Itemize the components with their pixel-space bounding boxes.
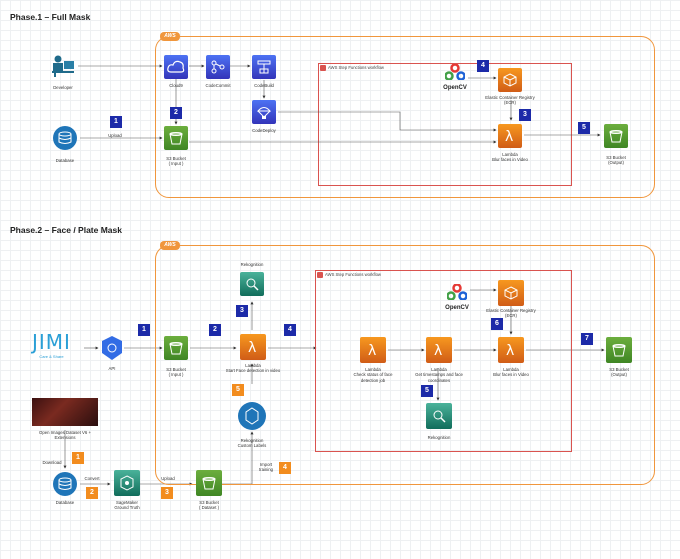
- s3-input-label: S3 Bucket ( Input ): [166, 367, 186, 378]
- opencv-logo: OpenCV: [442, 283, 472, 311]
- opencv-logo: OpenCV: [440, 63, 470, 91]
- lambda-get-label: Lambda Get timestamps and face coordinat…: [415, 367, 463, 383]
- rekognition-icon: [240, 272, 264, 296]
- upload-label: Upload: [108, 133, 122, 138]
- step-badge-orange: 2: [86, 487, 98, 499]
- step-badge: 5: [421, 385, 433, 397]
- sagemaker-label: SageMaker Ground Truth: [114, 500, 140, 511]
- aws-cloud-box-2: [155, 245, 655, 485]
- svg-text:λ: λ: [506, 343, 514, 357]
- codebuild-icon: [252, 55, 276, 79]
- jimi-logo-text: JIMI: [32, 330, 71, 354]
- s3-dataset-label: S3 Bucket ( Dataset ): [198, 500, 220, 511]
- step-badge: 2: [170, 107, 182, 119]
- developer-label: Developer: [53, 85, 73, 90]
- svg-text:λ: λ: [505, 129, 513, 143]
- step-badge: 1: [138, 324, 150, 336]
- step-badge-orange: 1: [72, 452, 84, 464]
- phase2-title: Phase.2 – Face / Plate Mask: [10, 225, 122, 235]
- s3-bucket-icon: [164, 336, 188, 360]
- s3-output-label: S3 Bucket (Output): [606, 155, 626, 166]
- s3-output-icon: [606, 337, 632, 363]
- step-badge: 6: [491, 318, 503, 330]
- import-training-label: Import training: [258, 462, 274, 473]
- api-icon: [100, 336, 124, 360]
- aws-tag-1: AWS: [160, 32, 180, 41]
- open-images-label: Open Images Dataset V6 + Extensions: [39, 430, 91, 441]
- lambda-start-label: Lambda Start Face detection in video: [225, 363, 281, 374]
- api-label: API: [108, 366, 116, 371]
- svg-text:λ: λ: [368, 343, 376, 357]
- s3-bucket-icon: [164, 126, 188, 150]
- rekognition-custom-labels-icon: [238, 402, 266, 430]
- codedeploy-icon: [252, 100, 276, 124]
- rekognition-label: Rekognition: [427, 435, 451, 440]
- jimi-logo: JIMI Care & Share: [32, 330, 71, 359]
- step-badge: 4: [284, 324, 296, 336]
- lambda-icon: λ: [426, 337, 452, 363]
- download-label: Download: [42, 460, 62, 465]
- open-images-dataset-image: [32, 398, 98, 426]
- upload-label: Upload: [161, 476, 175, 481]
- step-badge: 5: [578, 122, 590, 134]
- rekognition-custom-label: Rekognition Custom Labels: [237, 438, 267, 449]
- step-functions-box-1: [318, 63, 572, 186]
- svg-text:λ: λ: [248, 340, 256, 354]
- phase1-title: Phase.1 – Full Mask: [10, 12, 91, 22]
- step-badge: 7: [581, 333, 593, 345]
- database-icon: [53, 472, 77, 496]
- codecommit-label: CodeCommit: [205, 83, 231, 88]
- step-functions-title-1: AWS Step Functions workflow: [320, 65, 384, 71]
- developer-icon: [50, 55, 76, 77]
- step-badge: 4: [477, 60, 489, 72]
- s3-output-label: S3 Bucket (Output): [609, 367, 629, 378]
- cloud9-label: Cloud9: [169, 83, 183, 88]
- lambda-label: Lambda Blur faces in Video: [492, 152, 528, 163]
- cloud9-icon: [164, 55, 188, 79]
- sagemaker-icon: [114, 470, 140, 496]
- lambda-icon: λ: [498, 124, 522, 148]
- s3-dataset-icon: [196, 470, 222, 496]
- database-label: Database: [55, 158, 75, 163]
- ecr-label: Elastic Container Registry (ECR): [485, 95, 535, 106]
- lambda-blur-label: Lambda Blur faces in Video: [493, 367, 529, 378]
- jimi-logo-tagline: Care & Share: [39, 354, 64, 359]
- lambda-check-label: Lambda Check status of face detection jo…: [353, 367, 393, 383]
- svg-text:λ: λ: [434, 343, 442, 357]
- opencv-text: OpenCV: [443, 85, 467, 91]
- step-functions-icon: [317, 272, 323, 278]
- convert-label: Convert: [84, 476, 100, 481]
- step-functions-box-2: [315, 270, 572, 452]
- s3-output-icon: [604, 124, 628, 148]
- step-badge: 1: [110, 116, 122, 128]
- codecommit-icon: [206, 55, 230, 79]
- codebuild-label: CodeBuild: [254, 83, 274, 88]
- rekognition-label: Rekognition: [240, 262, 264, 267]
- ecr-icon: [498, 280, 524, 306]
- ecr-icon: [498, 68, 522, 92]
- step-badge: 2: [209, 324, 221, 336]
- aws-cloud-box-1: [155, 36, 655, 198]
- lambda-icon: λ: [360, 337, 386, 363]
- s3-input-label: S3 Bucket ( Input ): [166, 156, 186, 167]
- aws-tag-2: AWS: [160, 241, 180, 250]
- lambda-icon: λ: [240, 334, 266, 360]
- step-functions-icon: [320, 65, 326, 71]
- database-label: Database: [55, 500, 75, 505]
- database-icon: [53, 126, 77, 150]
- codedeploy-label: CodeDeploy: [252, 128, 276, 133]
- ecr-label: Elastic Container Registry (ECR): [486, 308, 536, 319]
- rekognition-icon: [426, 403, 452, 429]
- step-badge: 3: [519, 109, 531, 121]
- step-badge-orange: 4: [279, 462, 291, 474]
- opencv-text: OpenCV: [445, 305, 469, 311]
- step-badge-orange: 3: [161, 487, 173, 499]
- lambda-icon: λ: [498, 337, 524, 363]
- step-functions-title-2: AWS Step Functions workflow: [317, 272, 381, 278]
- step-badge-orange: 5: [232, 384, 244, 396]
- step-badge: 3: [236, 305, 248, 317]
